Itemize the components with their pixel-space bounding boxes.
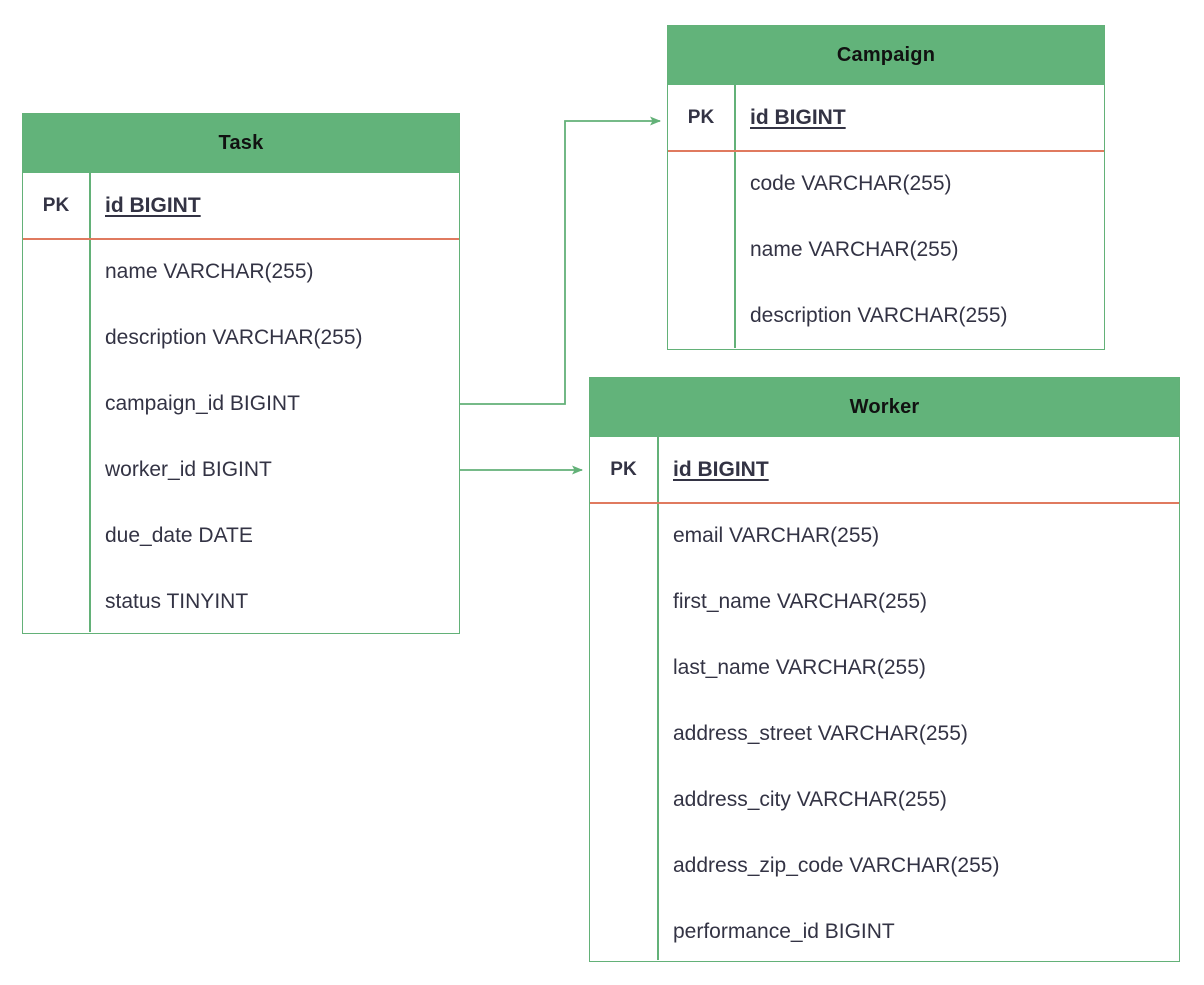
attribute-row[interactable]: PK id BIGINT [590, 437, 1179, 503]
entity-title-campaign: Campaign [668, 26, 1104, 85]
attribute-row[interactable]: PK id BIGINT [23, 173, 459, 239]
entity-title-task: Task [23, 114, 459, 173]
primary-key-badge: PK [42, 195, 70, 216]
attribute-row[interactable]: due_date DATE [23, 503, 459, 569]
attribute-row[interactable]: description VARCHAR(255) [668, 283, 1104, 349]
attribute-row[interactable]: address_zip_code VARCHAR(255) [590, 833, 1179, 899]
attribute-label: address_city VARCHAR(255) [673, 788, 947, 811]
attribute-row[interactable]: campaign_id BIGINT [23, 371, 459, 437]
entity-body-task: PK id BIGINT name VARCHAR(255) description … [23, 173, 459, 632]
primary-key-attribute: id BIGINT [105, 194, 201, 217]
attribute-row[interactable]: first_name VARCHAR(255) [590, 569, 1179, 635]
attribute-label: address_street VARCHAR(255) [673, 722, 968, 745]
attribute-label: due_date DATE [105, 524, 253, 547]
key-column-divider [89, 173, 91, 632]
attribute-label: campaign_id BIGINT [105, 392, 300, 415]
primary-key-badge: PK [687, 107, 715, 128]
attribute-row[interactable]: worker_id BIGINT [23, 437, 459, 503]
entity-body-campaign: PK id BIGINT code VARCHAR(255) name VARCHAR… [668, 85, 1104, 348]
attribute-label: name VARCHAR(255) [750, 238, 959, 261]
attribute-label: first_name VARCHAR(255) [673, 590, 928, 613]
relationship-task-campaign[interactable] [460, 116, 661, 405]
attribute-row[interactable]: name VARCHAR(255) [23, 239, 459, 305]
primary-key-separator [23, 238, 459, 240]
primary-key-attribute: id BIGINT [673, 458, 769, 481]
primary-key-separator [668, 150, 1104, 152]
attribute-row[interactable]: description VARCHAR(255) [23, 305, 459, 371]
key-column-divider [657, 437, 659, 960]
attribute-row[interactable]: address_street VARCHAR(255) [590, 701, 1179, 767]
attribute-row[interactable]: code VARCHAR(255) [668, 151, 1104, 217]
entity-title-worker: Worker [590, 378, 1179, 437]
attribute-label: description VARCHAR(255) [105, 326, 363, 349]
attribute-label: code VARCHAR(255) [750, 172, 952, 195]
attribute-label: address_zip_code VARCHAR(255) [673, 854, 1000, 877]
attribute-label: last_name VARCHAR(255) [673, 656, 926, 679]
attribute-row[interactable]: status TINYINT [23, 569, 459, 635]
attribute-label: performance_id BIGINT [673, 920, 895, 943]
key-column-divider [734, 85, 736, 348]
attribute-label: name VARCHAR(255) [105, 260, 314, 283]
primary-key-attribute: id BIGINT [750, 106, 846, 129]
primary-key-separator [590, 502, 1179, 504]
attribute-label: description VARCHAR(255) [750, 304, 1008, 327]
attribute-row[interactable]: last_name VARCHAR(255) [590, 635, 1179, 701]
attribute-row[interactable]: PK id BIGINT [668, 85, 1104, 151]
attribute-row[interactable]: performance_id BIGINT [590, 899, 1179, 965]
attribute-label: email VARCHAR(255) [673, 524, 880, 547]
primary-key-badge: PK [610, 459, 637, 480]
attribute-row[interactable]: name VARCHAR(255) [668, 217, 1104, 283]
attribute-label: worker_id BIGINT [105, 458, 272, 481]
attribute-row[interactable]: email VARCHAR(255) [590, 503, 1179, 569]
attribute-row[interactable]: address_city VARCHAR(255) [590, 767, 1179, 833]
entity-body-worker: PK id BIGINT email VARCHAR(255) first_name … [590, 437, 1179, 960]
attribute-label: status TINYINT [105, 590, 249, 613]
